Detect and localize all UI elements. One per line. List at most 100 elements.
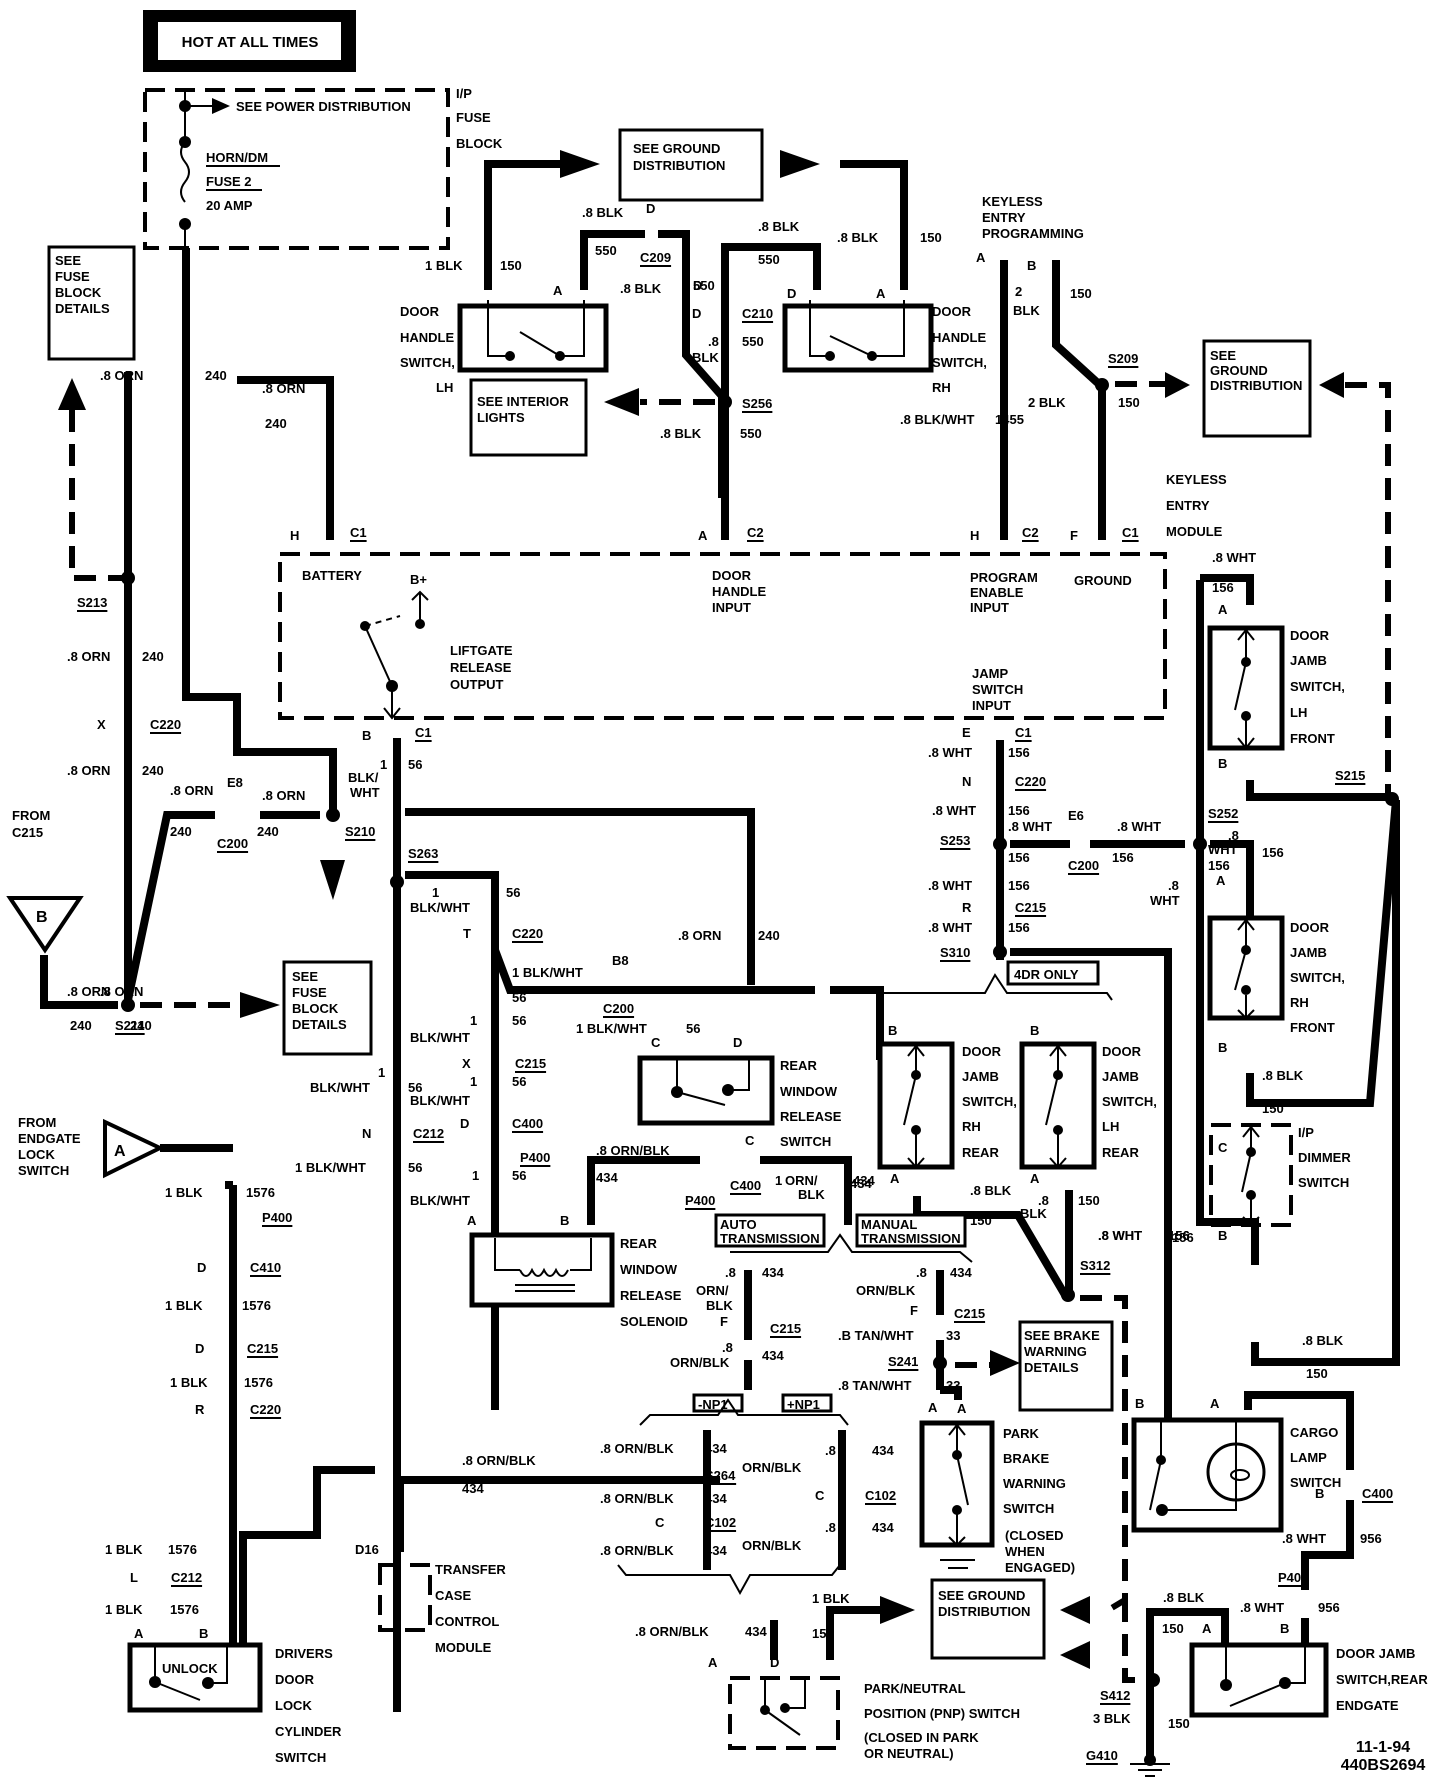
connector-id-label: S241 [888,1354,918,1369]
ref-ground-right[interactable]: SEE GROUND DISTRIBUTION [1202,339,1312,438]
splice-s256 [718,395,732,409]
svg-text:FROM: FROM [12,808,50,823]
wire-label: E [962,725,971,740]
wire-label: BLK [798,1187,825,1202]
wire-label: 240 [130,1018,152,1033]
wire-label: BLK/ [348,770,379,785]
svg-text:OUTPUT: OUTPUT [450,677,504,692]
connector-id-label: C200 [603,1001,634,1016]
svg-text:FRONT: FRONT [1290,731,1335,746]
wire-label: 550 [693,278,715,293]
svg-text:SEE BRAKE: SEE BRAKE [1024,1328,1100,1343]
wire-label: .8 WHT [932,803,976,818]
wire-label: BLK [1020,1206,1047,1221]
wire-label: BLK/WHT [410,1030,470,1045]
wire-label: 550 [740,426,762,441]
svg-text:RELEASE: RELEASE [620,1288,682,1303]
wire-label: C [1218,1140,1228,1155]
svg-text:DOOR: DOOR [712,568,752,583]
arrow-right-icon [560,150,600,178]
triangle-b-icon [6,896,84,954]
fuse-rating: 20 AMP [206,198,253,213]
svg-text:JAMB: JAMB [1102,1069,1139,1084]
connector-id-label: C400 [512,1116,543,1131]
wire-label: .8 ORN/BLK [600,1441,674,1456]
wire-label: .8 WHT [1212,550,1256,565]
connector-id-label: C1 [1015,725,1032,740]
svg-text:PARK/NEUTRAL: PARK/NEUTRAL [864,1681,966,1696]
wire-label: .8 [916,1265,927,1280]
svg-text:DOOR: DOOR [1102,1044,1142,1059]
svg-text:ENABLE: ENABLE [970,585,1024,600]
arrow-right-icon [880,1596,915,1624]
svg-text:HANDLE: HANDLE [400,330,454,345]
title-text: HOT AT ALL TIMES [182,34,319,51]
wire-label: H [970,528,979,543]
ref-ground-bottom[interactable]: SEE GROUND DISTRIBUTION [930,1578,1046,1660]
offpage-connector-b: B FROM C215 [6,808,84,954]
svg-text:SEE INTERIOR: SEE INTERIOR [477,394,569,409]
wire-label: 1 BLK/WHT [576,1021,647,1036]
wire-label: 150 [970,1213,992,1228]
connector-id-label: C220 [1015,774,1046,789]
ref-ground-top[interactable]: SEE GROUND DISTRIBUTION [618,128,764,202]
connector-id-label: S312 [1080,1258,1110,1273]
wire-label: B [1218,1228,1227,1243]
wire-label: 1576 [168,1542,197,1557]
wire-label: B [1135,1396,1144,1411]
wire-label: R [962,900,972,915]
fuse-block: SEE POWER DISTRIBUTION HORN/DM FUSE 2 20… [143,86,503,250]
wire-label: 240 [70,1018,92,1033]
svg-text:LAMP: LAMP [1290,1450,1327,1465]
wire-label: 434 [705,1441,727,1456]
wire-label: 1576 [246,1185,275,1200]
svg-text:REAR: REAR [962,1145,999,1160]
svg-text:SWITCH: SWITCH [1290,1475,1341,1490]
svg-text:WHEN: WHEN [1005,1544,1045,1559]
svg-text:DRIVERS: DRIVERS [275,1646,333,1661]
ref-interior-lights[interactable]: SEE INTERIOR LIGHTS [469,378,588,457]
arrow-right-icon [240,992,280,1018]
wire-label: ORN/ [785,1173,818,1188]
ref-fuse-block-mid[interactable]: SEE FUSE BLOCK DETAILS [282,960,373,1056]
wire-label: 434 [950,1265,972,1280]
connector-id-label: C212 [413,1126,444,1141]
svg-text:KEYLESS: KEYLESS [982,194,1043,209]
connector-id-label: C200 [217,836,248,851]
wire-label: C [655,1515,665,1530]
svg-text:LIFTGATE: LIFTGATE [450,643,513,658]
ref-brake-warning[interactable]: SEE BRAKE WARNING DETAILS [1018,1320,1114,1412]
splice-s312 [1061,1288,1075,1302]
svg-text:LH: LH [1102,1119,1119,1134]
wire-label: F [720,1314,728,1329]
arrow-right-icon [990,1350,1020,1376]
ref-fuse-block-top[interactable]: SEE FUSE BLOCK DETAILS [47,245,136,361]
wire-label: 56 [506,885,520,900]
wire-label: 150 [1078,1193,1100,1208]
wire-label: .8 ORN [678,928,721,943]
rear-window-release-switch: REAR WINDOW RELEASE SWITCH [637,1055,842,1149]
wire-label: .8 [722,1340,733,1355]
transfer-case-control-module: TRANSFER CASE CONTROL MODULE [378,1562,506,1655]
four-door-only-tag: 4DR ONLY [884,960,1113,1001]
wire-label: 434 [705,1543,727,1558]
wire-label: B [362,728,371,743]
wire-label: 150 [1262,1101,1284,1116]
wire-label: 150 [1118,395,1140,410]
connector-id-label: C400 [1362,1486,1393,1501]
svg-text:SEE GROUND: SEE GROUND [633,141,720,156]
rear-window-release-solenoid: REAR WINDOW RELEASE SOLENOID [469,1232,688,1329]
wire-label: .8 [725,1265,736,1280]
connector-id-label: S213 [77,595,107,610]
wire-label: ORN/BLK [742,1538,802,1553]
svg-text:DETAILS: DETAILS [292,1017,347,1032]
svg-text:SWITCH,REAR: SWITCH,REAR [1336,1672,1428,1687]
svg-text:RELEASE: RELEASE [450,660,512,675]
wire-label: .8 WHT [1008,819,1052,834]
wire-label: 434 [596,1170,618,1185]
svg-text:DISTRIBUTION: DISTRIBUTION [633,158,725,173]
wire-label: D [787,286,796,301]
svg-text:SEE: SEE [55,253,81,268]
wire-label: WHT [1150,893,1180,908]
